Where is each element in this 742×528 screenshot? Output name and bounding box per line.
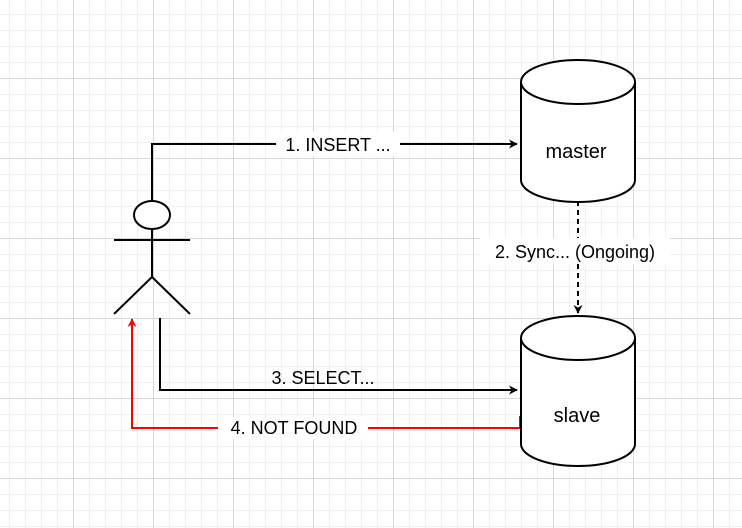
- edge-insert-label: 1. INSERT ...: [285, 135, 390, 155]
- master-database[interactable]: master: [520, 59, 636, 203]
- edge-not-found-label: 4. NOT FOUND: [231, 418, 358, 438]
- edge-sync[interactable]: 2. Sync... (Ongoing): [480, 201, 670, 314]
- stick-figure-icon[interactable]: [113, 200, 191, 315]
- edge-insert[interactable]: 1. INSERT ...: [151, 132, 518, 200]
- slave-database[interactable]: slave: [520, 315, 636, 467]
- edge-sync-label: 2. Sync... (Ongoing): [495, 242, 655, 262]
- edge-select[interactable]: 3. SELECT...: [159, 318, 518, 395]
- edge-select-label: 3. SELECT...: [271, 368, 374, 388]
- edge-not-found[interactable]: 4. NOT FOUND: [127, 318, 521, 439]
- master-database-label: master: [545, 141, 606, 163]
- slave-database-label: slave: [554, 405, 601, 427]
